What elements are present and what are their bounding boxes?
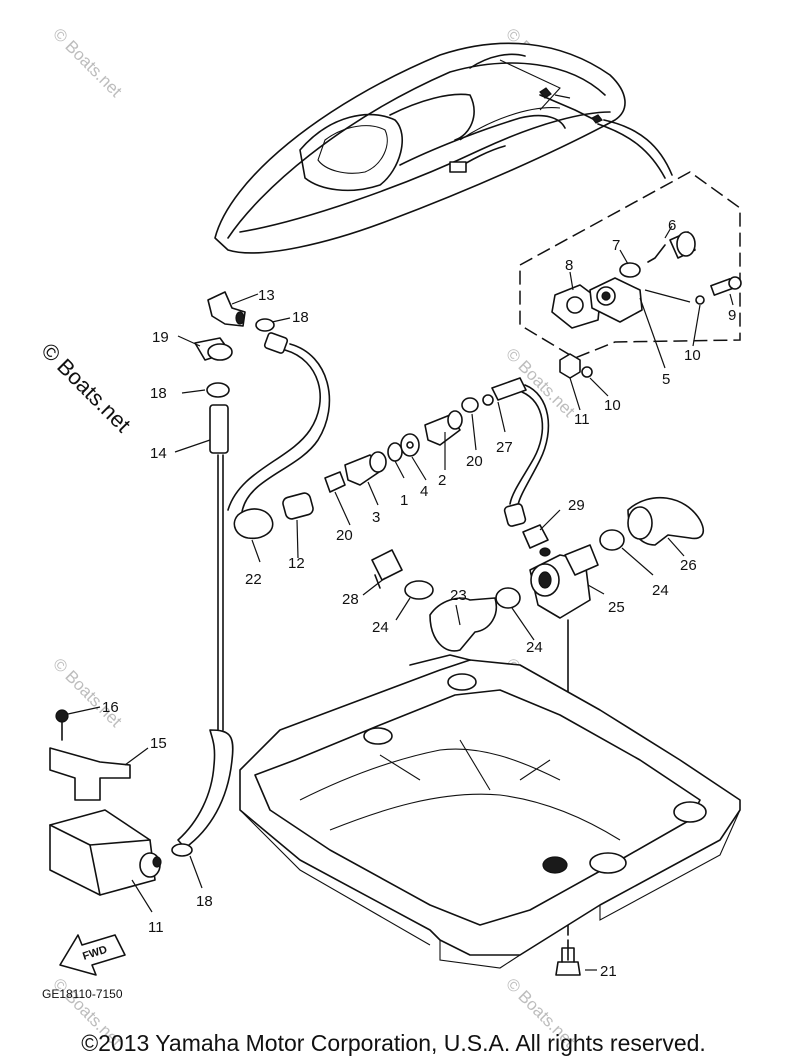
fwd-arrow: FWD xyxy=(59,934,126,976)
hull xyxy=(214,42,673,254)
callout-13: 12 xyxy=(288,555,305,572)
callout-7: 7 xyxy=(612,237,620,254)
callout-18a: 18 xyxy=(292,309,309,326)
right-fittings xyxy=(371,496,705,652)
frame xyxy=(239,654,741,969)
callout-5: 5 xyxy=(662,371,670,388)
callout-27: 27 xyxy=(496,439,513,456)
callout-1: 1 xyxy=(400,492,408,509)
leader-lines xyxy=(124,225,734,971)
callout-10a: 10 xyxy=(684,347,701,364)
callout-3: 3 xyxy=(372,509,380,526)
callout-28: 29 xyxy=(568,497,585,514)
callout-17: 16 xyxy=(102,699,119,716)
callout-12: 11 xyxy=(148,919,164,936)
callout-18c: 18 xyxy=(196,893,213,910)
callout-19: 19 xyxy=(152,329,169,346)
drawing-code: GE18110-7150 xyxy=(42,987,123,1001)
callouts: 6 7 8 9 10 5 10 11 13 18 19 18 14 27 20 … xyxy=(42,217,736,1001)
callout-2: 2 xyxy=(438,472,446,489)
callout-20b: 20 xyxy=(336,527,353,544)
callout-9: 9 xyxy=(728,307,736,324)
left-hose xyxy=(171,291,331,857)
callout-26: 26 xyxy=(680,557,697,574)
inset-parts xyxy=(551,231,742,379)
copyright-notice: ©2013 Yamaha Motor Corporation, U.S.A. A… xyxy=(81,1030,706,1056)
callout-23: 23 xyxy=(450,587,467,604)
callout-24b: 24 xyxy=(372,619,389,636)
callout-24c: 24 xyxy=(526,639,543,656)
callout-15: 14 xyxy=(150,445,167,462)
callout-18b: 18 xyxy=(150,385,167,402)
callout-14: 13 xyxy=(258,287,275,304)
callout-4: 4 xyxy=(420,483,428,500)
callout-10b: 10 xyxy=(604,397,621,414)
callout-11: 11 xyxy=(574,411,590,428)
callout-8: 8 xyxy=(565,257,573,274)
callout-29: 28 xyxy=(342,591,359,608)
callout-6: 6 xyxy=(668,217,676,234)
watermark-side: © Boats.net xyxy=(36,338,135,437)
lower-left-parts xyxy=(49,706,162,896)
center-fittings xyxy=(324,377,550,527)
callout-22: 22 xyxy=(245,571,262,588)
callout-21: 21 xyxy=(600,963,617,980)
callout-16: 15 xyxy=(150,735,167,752)
detail-box xyxy=(519,171,741,359)
callout-24a: 24 xyxy=(652,582,669,599)
bolt-21 xyxy=(555,939,581,976)
callout-25: 25 xyxy=(608,599,625,616)
watermark: © Boats.net xyxy=(49,24,126,101)
callout-20a: 20 xyxy=(466,453,483,470)
